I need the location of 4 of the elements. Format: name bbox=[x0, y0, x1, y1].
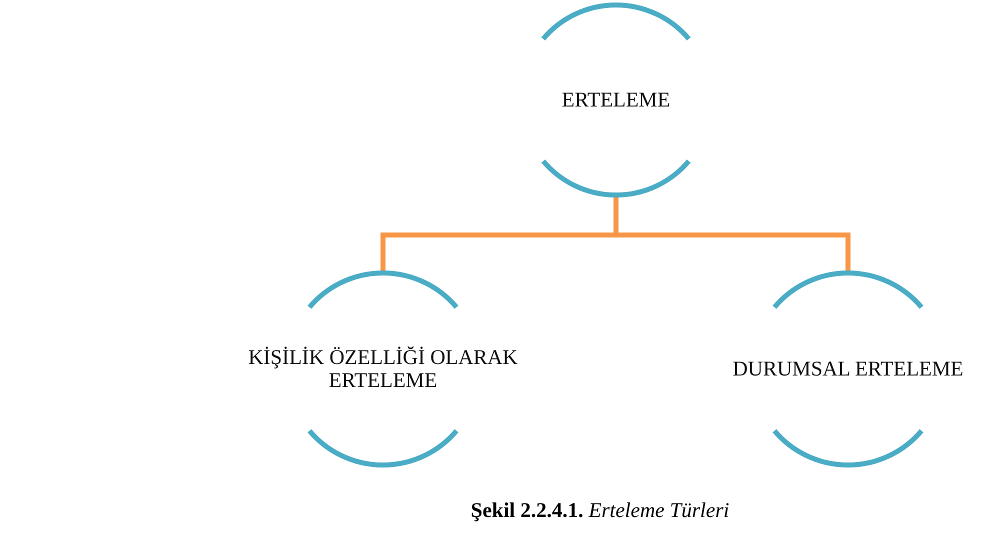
node-label: KİŞİLİK ÖZELLİĞİ OLARAK ERTELEME bbox=[247, 346, 519, 392]
figure-caption: Şekil 2.2.4.1. Erteleme Türleri bbox=[470, 498, 730, 523]
node-label: DURUMSAL ERTELEME bbox=[732, 358, 964, 380]
node-label: ERTELEME bbox=[560, 88, 672, 112]
